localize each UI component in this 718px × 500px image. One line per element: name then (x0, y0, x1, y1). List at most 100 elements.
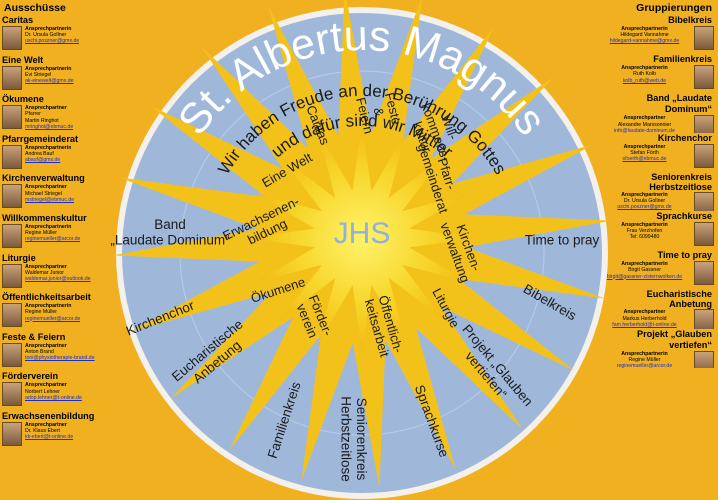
committee-heading: Ausschüsse (4, 2, 66, 14)
contact-email-link[interactable]: ak-einewelt@gmx.de (25, 78, 74, 84)
contact-role: Ansprechpartner (25, 105, 67, 112)
contact-role: Ansprechpartner (25, 421, 67, 428)
contact-email-link[interactable]: sfoerth@ebmuc.de (622, 155, 667, 162)
contact-name: Regine Müller (25, 230, 58, 237)
contact-role: Ansprechpartner (623, 115, 666, 122)
contact-name: Regine Müller (25, 309, 58, 316)
contact-photo (2, 303, 22, 328)
contact-name: Michael Striegel (25, 190, 62, 197)
contact-photo (694, 191, 714, 211)
contact-name: Stefan Förth (630, 149, 659, 156)
contact-photo (2, 184, 22, 209)
contact-photo (2, 144, 22, 169)
contact-email-link[interactable]: mringhot@ebmuc.de (25, 123, 74, 130)
contact-role: Ansprechpartnerin (621, 350, 668, 357)
contact-name: Markus Herberhold (622, 315, 667, 322)
contact-photo (2, 105, 22, 130)
contact-email-link[interactable]: reginemueller@arcor.de (616, 362, 673, 368)
contact-email-link[interactable]: fam.herberhold@t-online.de (612, 321, 677, 328)
committee-title: Eine Welt (2, 54, 44, 65)
contact-name: Norbert Lehner (25, 388, 60, 395)
contact-photo (694, 115, 714, 133)
committee-title: Förderverein (2, 371, 59, 382)
contact-email-link[interactable]: birgit@gassner-zisternwolken.de (606, 273, 683, 280)
contact-email-link[interactable]: info@laudate-dominum.de (614, 127, 675, 133)
contact-name: Frau Verzhofen Tel: 6099480 (626, 228, 663, 241)
contact-photo (2, 382, 22, 407)
contact-email-link[interactable]: kolb_ruth@web.de (622, 77, 667, 84)
contact-email-link[interactable]: toni@physiotherapie-brand.de (25, 355, 95, 362)
group-title: Bibelkreis (668, 15, 712, 25)
contact-role: Ansprechpartner (25, 382, 67, 389)
contact-photo (694, 261, 714, 286)
contact-email-link[interactable]: abauf@gmx.de (25, 157, 61, 164)
contact-email-link[interactable]: uschi.poszner@gmx.de (25, 38, 80, 45)
group-ray-label: Band„Laudate Dominum“ (110, 217, 229, 247)
contact-photo (694, 26, 714, 50)
contact-photo (694, 65, 714, 90)
contact-photo (2, 421, 22, 446)
contact-role: Ansprechpartnerin (621, 221, 668, 228)
group-title: Kirchenchor (657, 132, 712, 143)
contact-role: Ansprechpartner (623, 309, 666, 316)
group-ray-label: SeniorenkreisHerbstzeitlose (339, 396, 369, 482)
group-ray-label-line: „Laudate Dominum“ (110, 232, 229, 247)
contact-email-link[interactable]: reginemueller@arcor.de (25, 236, 81, 243)
committee-title: Liturgie (2, 252, 36, 263)
contact-email-link[interactable]: waldemar.junior@outlook.de (25, 275, 91, 282)
contact-email-link[interactable]: reginemueller@arcor.de (25, 315, 81, 322)
contact-name: Anton Brand (25, 348, 54, 355)
contact-name: Evi Striegel (25, 71, 52, 78)
contact-photo (694, 309, 714, 329)
contact-email-link[interactable]: adop.lehner@t-online.de (25, 394, 82, 401)
contact-email-link[interactable]: hildegard-vannahme@gmx.de (609, 38, 680, 45)
contact-photo (2, 223, 22, 248)
contact-name: Dr. Ursula Gollner (25, 32, 67, 39)
contact-photo (694, 350, 714, 368)
contact-email-link[interactable]: kk-ebert@t-online.de (25, 434, 74, 441)
contact-role: Ansprechpartner (25, 342, 67, 349)
contact-role: Ansprechpartnerin (25, 303, 72, 310)
group-ray-label-line: Band (154, 217, 186, 232)
contact-photo (2, 342, 22, 367)
contact-role: Ansprechpartner (25, 184, 67, 191)
contact-photo (2, 263, 22, 288)
contact-email-link[interactable]: uschi.poszner@gmx.de (617, 204, 672, 211)
contact-email-link[interactable]: mstriegel@ebmuc.de (25, 196, 75, 203)
group-ray-label-line: Seniorenkreis (354, 398, 369, 481)
